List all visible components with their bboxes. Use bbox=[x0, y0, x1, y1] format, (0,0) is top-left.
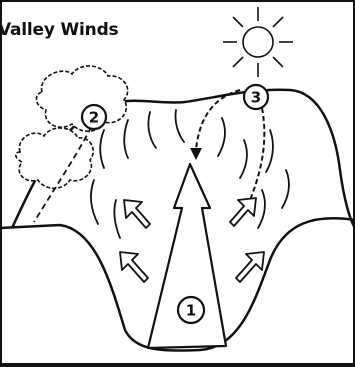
upslope-arrow bbox=[236, 252, 264, 282]
downslope-arrowhead bbox=[190, 148, 202, 160]
marker-1-label: 1 bbox=[186, 302, 196, 320]
marker-3-badge: 3 bbox=[244, 85, 268, 109]
marker-2-badge: 2 bbox=[82, 105, 106, 129]
marker-1-badge: 1 bbox=[178, 297, 204, 323]
upslope-arrow bbox=[120, 252, 148, 282]
marker-2-label: 2 bbox=[89, 109, 99, 127]
upslope-arrow bbox=[124, 200, 150, 228]
upslope-arrow bbox=[230, 198, 256, 226]
marker-3-label: 3 bbox=[251, 89, 261, 107]
downslope-dashed-arrow-right bbox=[250, 108, 264, 200]
sun-icon bbox=[223, 7, 293, 77]
